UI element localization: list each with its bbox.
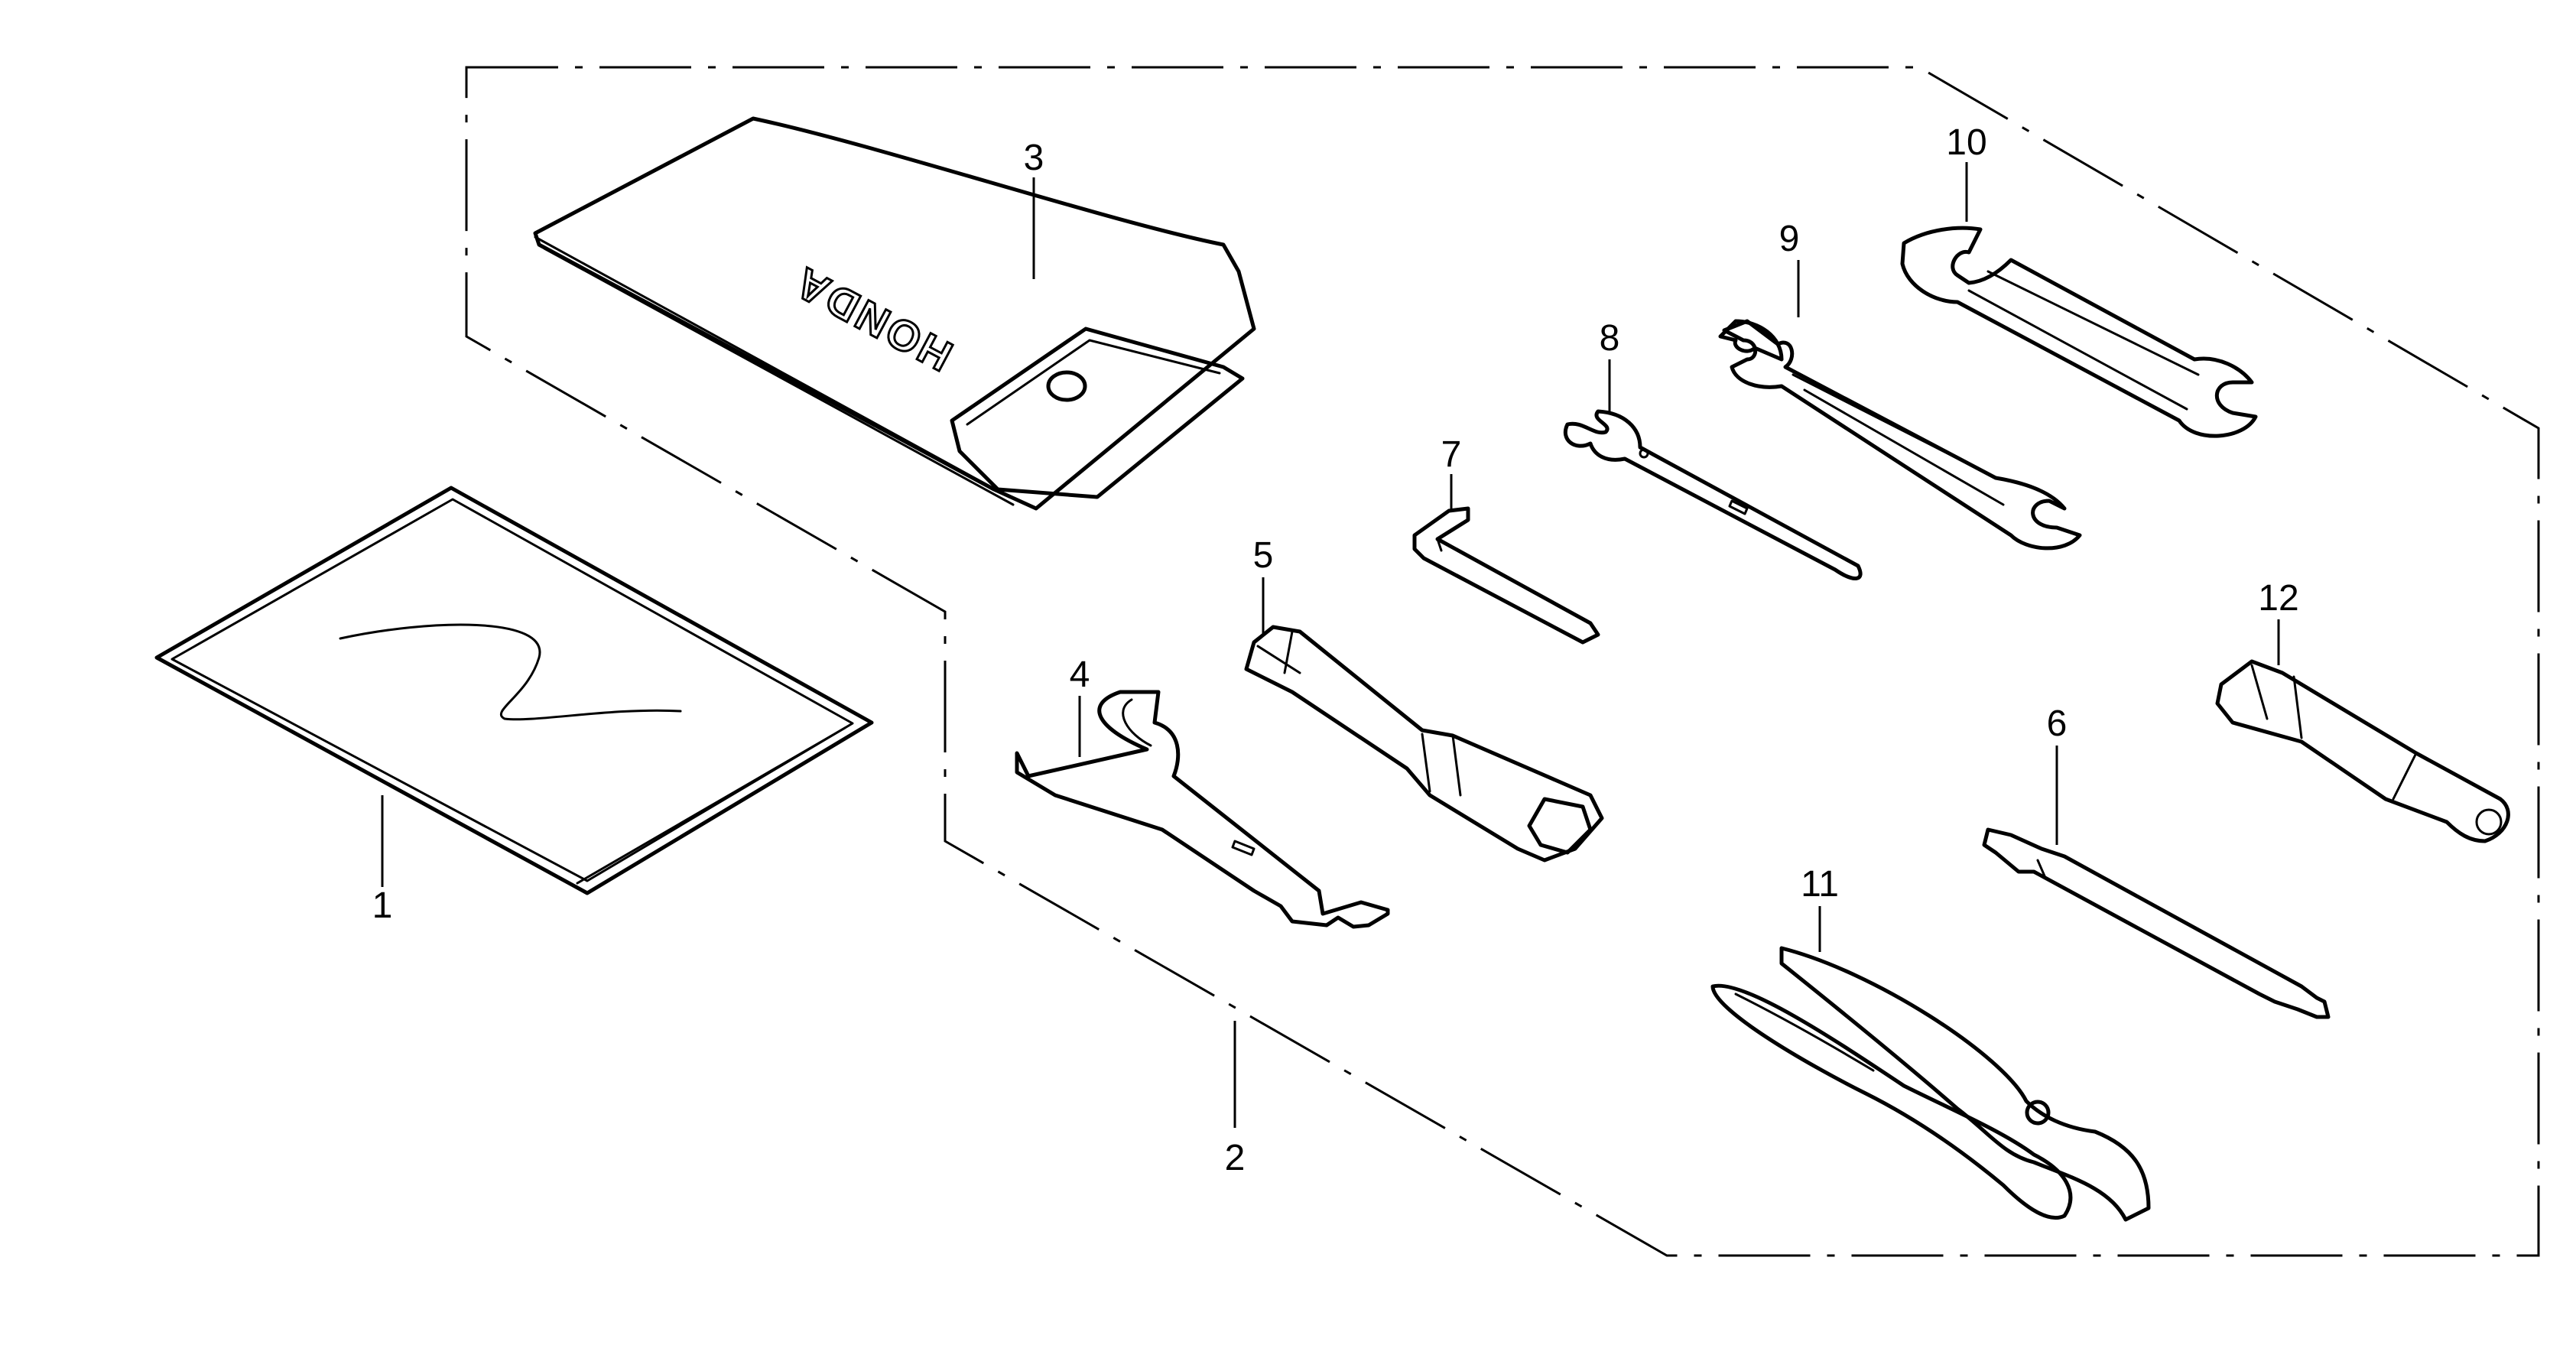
kit-boundary <box>465 66 2540 1257</box>
callout-6: 6 <box>2047 703 2068 744</box>
callout-12: 12 <box>2258 578 2298 619</box>
callout-7: 7 <box>1441 434 1462 475</box>
part-5-plug-spanner <box>1244 577 1604 863</box>
part-3-tool-pouch: HONDA <box>533 116 1256 511</box>
callout-2: 2 <box>1225 1138 1246 1178</box>
callout-10: 10 <box>1946 122 1986 163</box>
part-4-pin-spanner <box>1015 690 1390 929</box>
callout-11: 11 <box>1801 864 1839 905</box>
part-8-spanner <box>1563 359 1863 580</box>
callout-3: 3 <box>1024 138 1044 178</box>
part-7-hex-key <box>1412 474 1600 645</box>
part-1-document <box>154 486 874 895</box>
callout-9: 9 <box>1779 219 1800 259</box>
callout-4: 4 <box>1070 655 1090 695</box>
callout-5: 5 <box>1253 535 1274 576</box>
pouch-logo-text: HONDA <box>785 258 960 381</box>
callout-1: 1 <box>372 885 393 926</box>
part-12-screwdriver-handle <box>2215 619 2510 843</box>
part-10-double-spanner <box>1900 162 2258 438</box>
callout-labels: 1 2 3 4 5 6 7 8 9 10 11 12 <box>372 122 2299 1178</box>
part-6-screwdriver <box>1982 746 2331 1019</box>
part-11-pliers <box>1710 906 2151 1222</box>
callout-8: 8 <box>1600 318 1620 359</box>
part-9-double-spanner <box>1718 260 2082 551</box>
